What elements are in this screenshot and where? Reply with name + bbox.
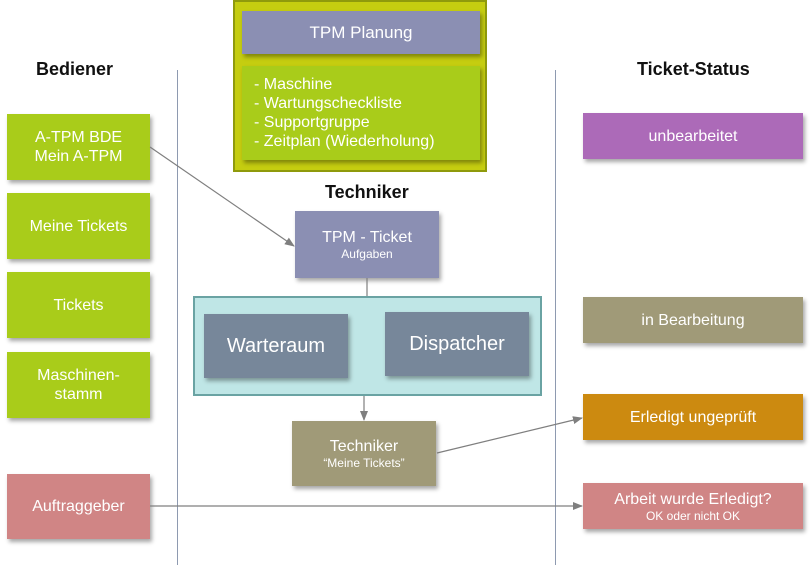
tpm-ticket-title: TPM - Ticket [322, 229, 412, 246]
status-erledigt-ungeprueft: Erledigt ungeprüft [583, 394, 803, 440]
heading-bediener: Bediener [36, 59, 114, 79]
arbeit-erledigt-label: Arbeit wurde Erledigt? [614, 490, 772, 508]
box-techniker: Techniker “Meine Tickets” [292, 421, 436, 486]
box-tickets: Tickets [7, 272, 150, 338]
planung-item-wartungscheckliste: - Wartungscheckliste [254, 95, 402, 112]
box-tpm-ticket: TPM - Ticket Aufgaben [295, 211, 439, 278]
box-a-tpm-bde: A-TPM BDE Mein A-TPM [7, 114, 150, 180]
heading-techniker: Techniker [325, 182, 409, 202]
planung-item-supportgruppe: - Supportgruppe [254, 114, 370, 131]
heading-ticket-status: Ticket-Status [637, 59, 750, 79]
ok-oder-nicht-ok-label: OK oder nicht OK [645, 508, 741, 523]
status-arbeit-erledigt: Arbeit wurde Erledigt? OK oder nicht OK [583, 483, 803, 529]
box-dispatcher: Dispatcher [385, 312, 529, 376]
box-meine-tickets: Meine Tickets [7, 193, 150, 259]
planung-item-zeitplan: - Zeitplan (Wiederholung) [254, 133, 435, 150]
status-unbearbeitet: unbearbeitet [583, 113, 803, 159]
box-auftraggeber: Auftraggeber [7, 474, 150, 539]
techniker-sub: “Meine Tickets” [323, 456, 405, 470]
techniker-title: Techniker [329, 438, 399, 455]
box-warteraum: Warteraum [204, 314, 348, 378]
arrow-techniker-to-erledigt [436, 416, 583, 454]
stamm-label: stamm [54, 386, 103, 403]
tpm-ticket-sub: Aufgaben [341, 247, 393, 261]
planung-item-maschine: - Maschine [254, 76, 333, 93]
separator-line-right [555, 70, 556, 565]
separator-line-left [177, 70, 178, 565]
maschinen-label: Maschinen- [37, 367, 120, 384]
box-maschinenstamm: Maschinen- stamm [7, 352, 150, 418]
status-in-bearbeitung: in Bearbeitung [583, 297, 803, 343]
tpm-planung-title: TPM Planung [242, 11, 480, 54]
mein-a-tpm-label: Mein A-TPM [34, 148, 123, 165]
tpm-planung-list: - Maschine - Wartungscheckliste - Suppor… [242, 66, 480, 160]
a-tpm-bde-label: A-TPM BDE [34, 129, 123, 146]
arrow-a-tpm-to-ticket [149, 146, 295, 247]
